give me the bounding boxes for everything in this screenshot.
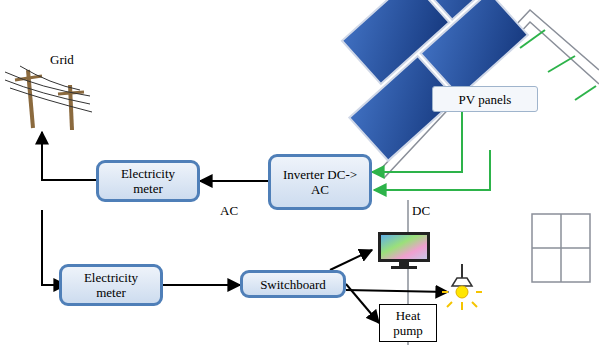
pv-array xyxy=(308,0,553,161)
ac-connector xyxy=(200,180,268,182)
switchboard-box: Switchboard xyxy=(240,270,346,298)
ac-connector xyxy=(346,284,379,323)
meter-box: Electricity meter xyxy=(96,160,200,202)
heat-pump-box: Heat pump xyxy=(379,304,437,342)
grid-poles xyxy=(5,66,92,130)
dc-wires xyxy=(374,30,596,190)
ac-label: AC xyxy=(220,203,238,218)
ac-connector xyxy=(163,284,240,286)
node-text: PV panels xyxy=(459,92,512,107)
meter-box: Electricity meter xyxy=(59,264,163,306)
pv-label-box: PV panels xyxy=(432,86,538,112)
node-text: Electricity meter xyxy=(105,166,191,196)
grid-wires xyxy=(42,132,104,285)
node-text: Heat pump xyxy=(386,308,430,338)
dc-connector xyxy=(372,112,462,172)
dc-label: DC xyxy=(412,203,430,218)
loads xyxy=(330,232,482,310)
node-text: Inverter DC-> AC xyxy=(280,167,360,197)
node-text: Electricity meter xyxy=(68,270,154,300)
inverter-box: Inverter DC-> AC xyxy=(268,154,372,210)
grid-label: Grid xyxy=(50,52,74,67)
node-text: Switchboard xyxy=(260,277,326,292)
